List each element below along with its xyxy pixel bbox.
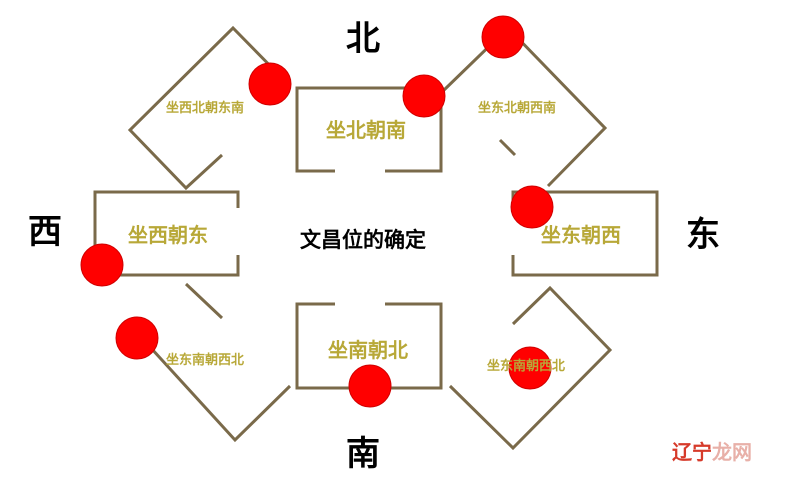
- watermark-logo: 辽宁龙网: [672, 442, 752, 462]
- room-frame-se: [448, 285, 613, 451]
- direction-east-label: 东: [686, 215, 720, 255]
- room-label-sit-east: 坐东朝西: [541, 223, 621, 247]
- room-label-sit-north: 坐北朝南: [326, 118, 406, 142]
- room-frame-west: [93, 190, 240, 277]
- room-frame-ne: [441, 25, 608, 188]
- room-label-sit-nw: 坐西北朝东南: [166, 101, 245, 116]
- wenchang-marker-ne: [481, 15, 525, 59]
- wenchang-marker-se: [508, 346, 552, 390]
- direction-south-label: 南: [346, 434, 380, 474]
- wenchang-marker-sw: [115, 316, 159, 360]
- wenchang-marker-nw: [248, 62, 292, 106]
- wenchang-marker-west: [80, 243, 124, 287]
- watermark-part1: 辽宁: [672, 440, 712, 464]
- center-title: 文昌位的确定: [300, 227, 426, 252]
- room-frame-nw: [127, 25, 292, 191]
- room-label-sit-south: 坐南朝北: [328, 338, 408, 362]
- watermark-part2: 龙网: [712, 440, 752, 464]
- wenchang-marker-south: [348, 364, 392, 408]
- room-frame-north: [295, 86, 443, 173]
- wenchang-marker-east: [510, 185, 554, 229]
- room-label-sit-west: 坐西朝东: [128, 223, 208, 247]
- room-label-sit-se: 坐东南朝西北: [487, 359, 566, 374]
- room-frame-sw: [138, 282, 292, 443]
- room-label-sit-sw: 坐东南朝西北: [166, 353, 245, 368]
- room-label-sit-ne: 坐东北朝西南: [478, 101, 557, 116]
- wenchang-marker-north: [402, 74, 446, 118]
- room-frame-east: [511, 190, 659, 277]
- direction-north-label: 北: [346, 19, 380, 59]
- direction-west-label: 西: [28, 212, 62, 252]
